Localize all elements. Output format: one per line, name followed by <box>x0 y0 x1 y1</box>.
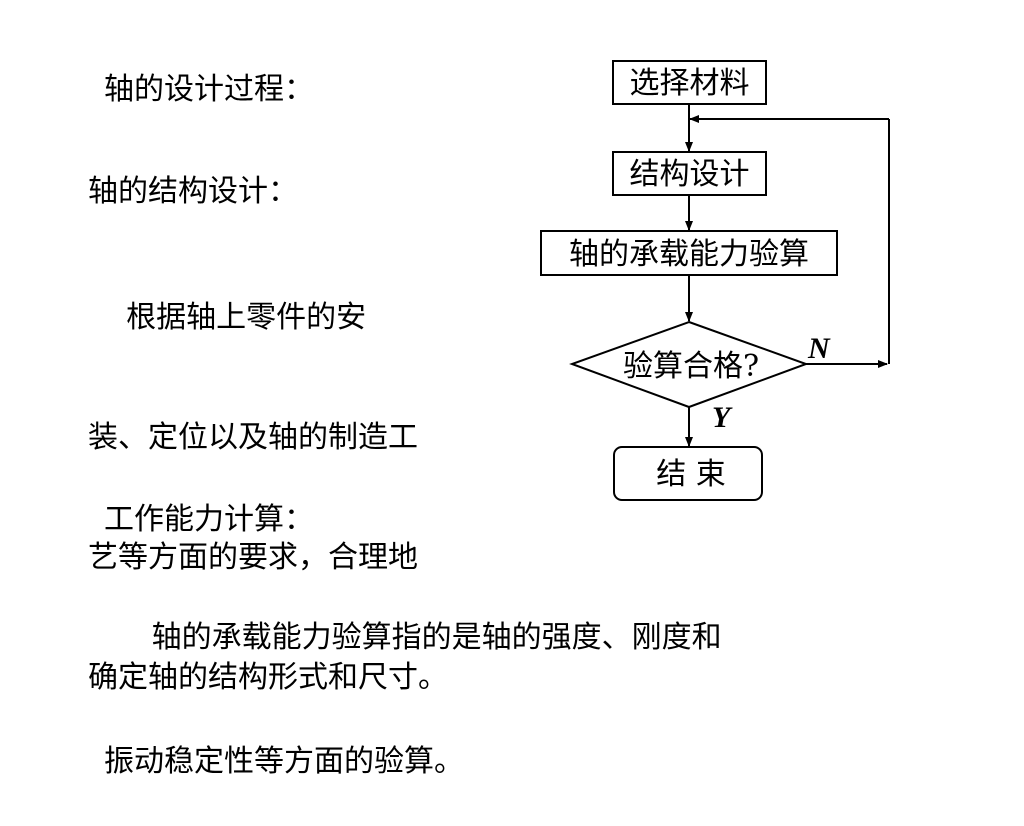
node-end: 结 束 <box>613 446 763 501</box>
node-capacity-check: 轴的承载能力验算 <box>540 230 838 276</box>
work-capacity-line: 轴的承载能力验算指的是轴的强度、刚度和 <box>104 620 722 655</box>
node-structure-design-label: 结构设计 <box>630 157 750 192</box>
decision-check-pass: 验算合格? <box>569 320 809 409</box>
structure-design-line: 艺等方面的要求，合理地 <box>88 540 418 575</box>
node-end-label: 结 束 <box>656 457 726 492</box>
node-select-material-label: 选择材料 <box>630 66 750 101</box>
node-capacity-check-label: 轴的承载能力验算 <box>569 237 809 272</box>
node-structure-design: 结构设计 <box>612 151 767 196</box>
work-capacity-title: 工作能力计算： <box>104 502 314 537</box>
node-select-material: 选择材料 <box>612 60 767 105</box>
decision-check-pass-label: 验算合格? <box>623 349 759 384</box>
edge-label-no: N <box>807 332 831 365</box>
structure-design-title: 轴的结构设计： <box>88 174 298 209</box>
design-process-title: 轴的设计过程： <box>104 72 314 107</box>
design-flowchart: 选择材料 结构设计 轴的承载能力验算 验算合格? 结 束 N Y <box>540 60 890 501</box>
feedback-loop-no <box>689 115 890 368</box>
structure-design-line: 装、定位以及轴的制造工 <box>88 420 418 455</box>
structure-design-line: 根据轴上零件的安 <box>88 300 367 335</box>
edge-label-yes: Y <box>712 401 733 434</box>
structure-design-text: 根据轴上零件的安 装、定位以及轴的制造工 艺等方面的要求，合理地 确定轴的结构形… <box>88 218 448 738</box>
structure-design-line: 确定轴的结构形式和尺寸。 <box>88 660 448 695</box>
